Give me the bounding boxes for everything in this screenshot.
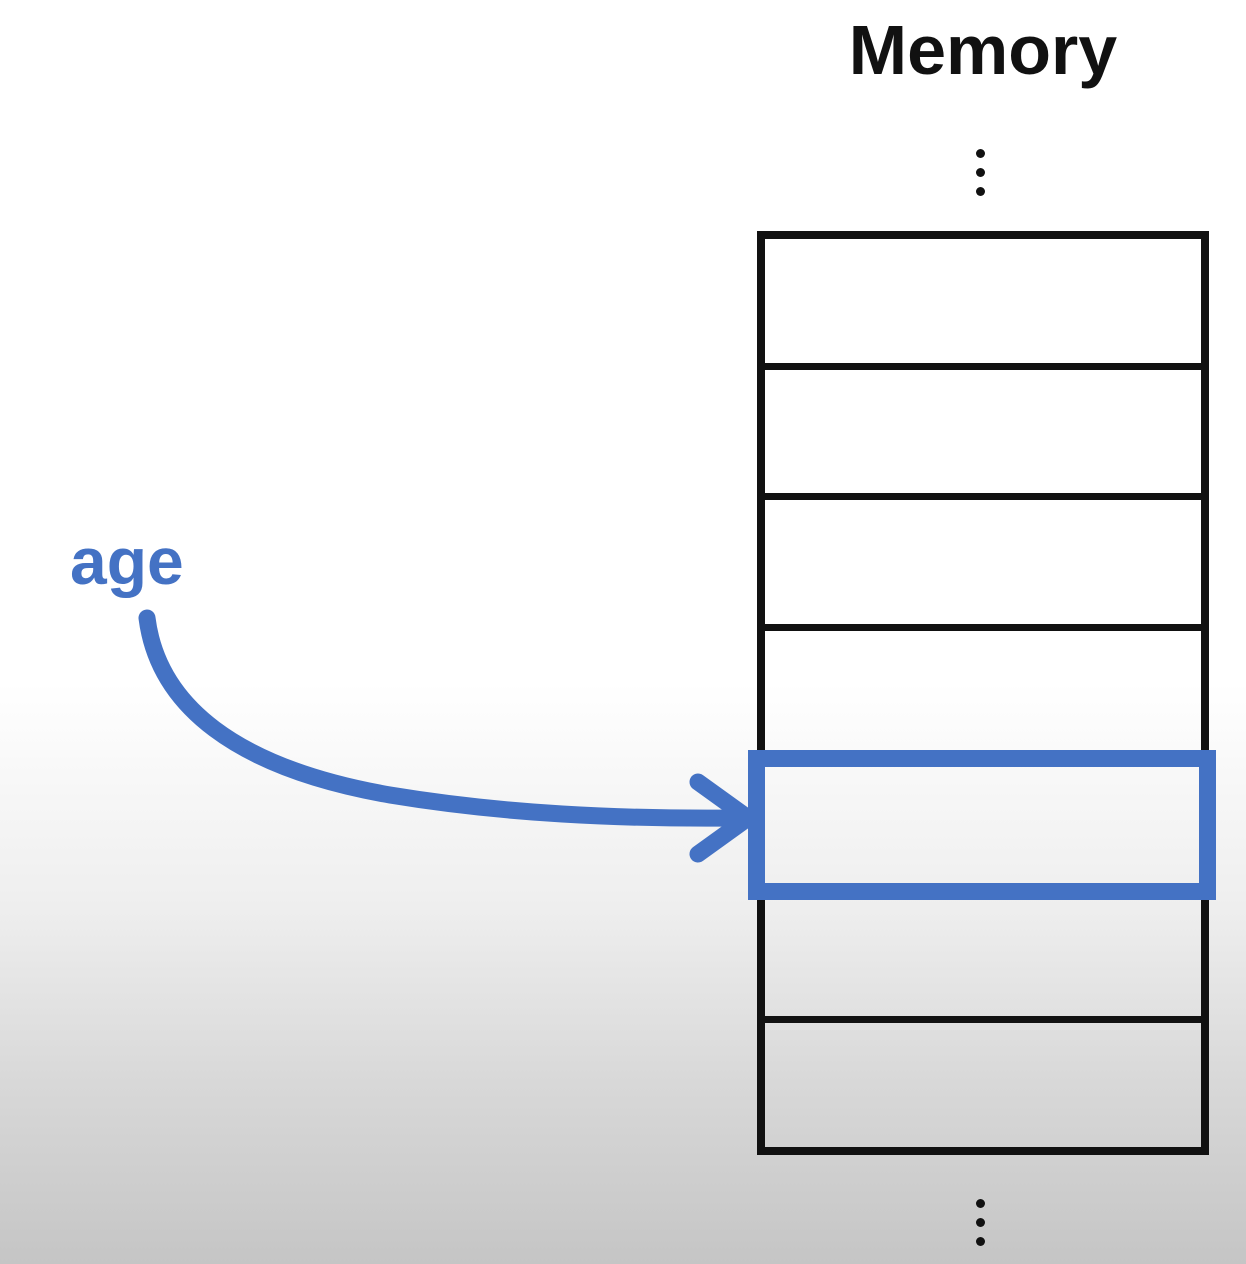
memory-cell: [765, 239, 1201, 363]
memory-cell: [765, 624, 1201, 755]
memory-cell: [765, 885, 1201, 1017]
highlighted-memory-cell: [748, 750, 1216, 900]
memory-cell: [765, 362, 1201, 494]
ellipsis-dot-icon: [976, 149, 985, 158]
pointer-arrowhead-icon: [689, 773, 757, 863]
memory-cell: [765, 493, 1201, 624]
ellipsis-dot-icon: [976, 1199, 985, 1208]
top-vertical-ellipsis-icon: [976, 149, 985, 196]
age-variable-label: age: [70, 524, 184, 598]
ellipsis-dot-icon: [976, 187, 985, 196]
memory-cell: [765, 1016, 1201, 1147]
memory-title: Memory: [848, 11, 1118, 89]
ellipsis-dot-icon: [976, 168, 985, 177]
ellipsis-dot-icon: [976, 1218, 985, 1227]
bottom-vertical-ellipsis-icon: [976, 1199, 985, 1246]
memory-table: [757, 231, 1209, 1155]
ellipsis-dot-icon: [976, 1237, 985, 1246]
pointer-arrow-shaft: [138, 609, 742, 827]
